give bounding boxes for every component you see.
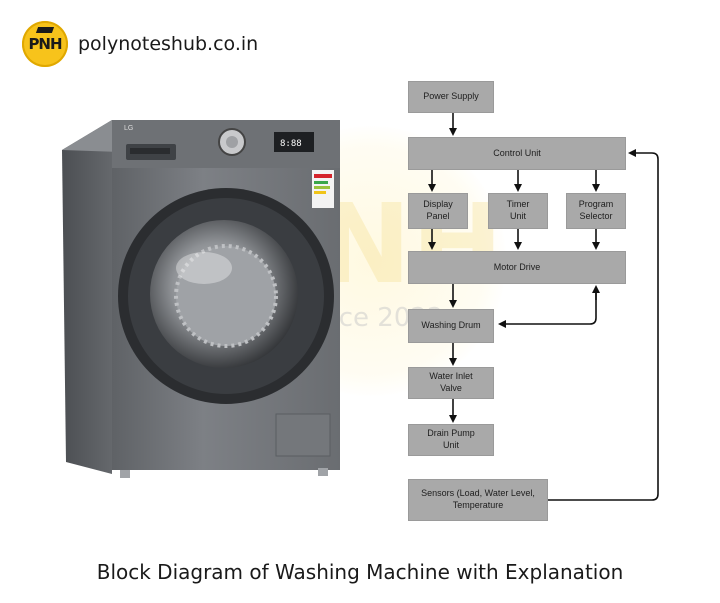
diagram-caption: Block Diagram of Washing Machine with Ex… <box>96 560 624 584</box>
block-motor-drive-label: Motor Drive <box>493 261 541 272</box>
block-sensors: Sensors (Load, Water Level, Temperature <box>408 479 548 521</box>
arrow-sensors-to-control <box>548 149 659 501</box>
block-water-inlet-valve-label: Water Inlet Valve <box>429 371 473 393</box>
washing-machine-image: LG 8:88 <box>62 120 340 478</box>
block-display-panel: Display Panel <box>408 193 468 229</box>
pnh-logo: PNH <box>22 21 68 67</box>
block-timer-unit-label: Timer Unit <box>506 199 530 221</box>
block-power-supply: Power Supply <box>408 81 494 113</box>
block-power-supply-label: Power Supply <box>423 91 479 102</box>
brand-logo: LG <box>124 125 133 132</box>
block-program-selector: Program Selector <box>566 193 626 229</box>
block-drain-pump-unit-label: Drain Pump Unit <box>427 428 475 450</box>
block-motor-drive: Motor Drive <box>408 251 626 284</box>
site-name: polynotes­hub.co.in <box>78 33 259 55</box>
block-drain-pump-unit: Drain Pump Unit <box>408 424 494 456</box>
logo-text: PNH <box>28 35 62 53</box>
block-control-unit: Control Unit <box>408 137 626 170</box>
block-washing-drum: Washing Drum <box>408 309 494 343</box>
machine-display: 8:88 <box>280 139 302 149</box>
block-display-panel-label: Display Panel <box>423 199 453 221</box>
block-program-selector-label: Program Selector <box>578 199 614 221</box>
block-water-inlet-valve: Water Inlet Valve <box>408 367 494 399</box>
block-control-unit-label: Control Unit <box>493 147 541 158</box>
block-timer-unit: Timer Unit <box>488 193 548 229</box>
block-sensors-label: Sensors (Load, Water Level, Temperature <box>421 488 535 510</box>
block-washing-drum-label: Washing Drum <box>421 320 481 331</box>
site-header: PNH polynotes­hub.co.in <box>22 21 258 67</box>
arrow-feedback-to-drum <box>498 290 597 328</box>
